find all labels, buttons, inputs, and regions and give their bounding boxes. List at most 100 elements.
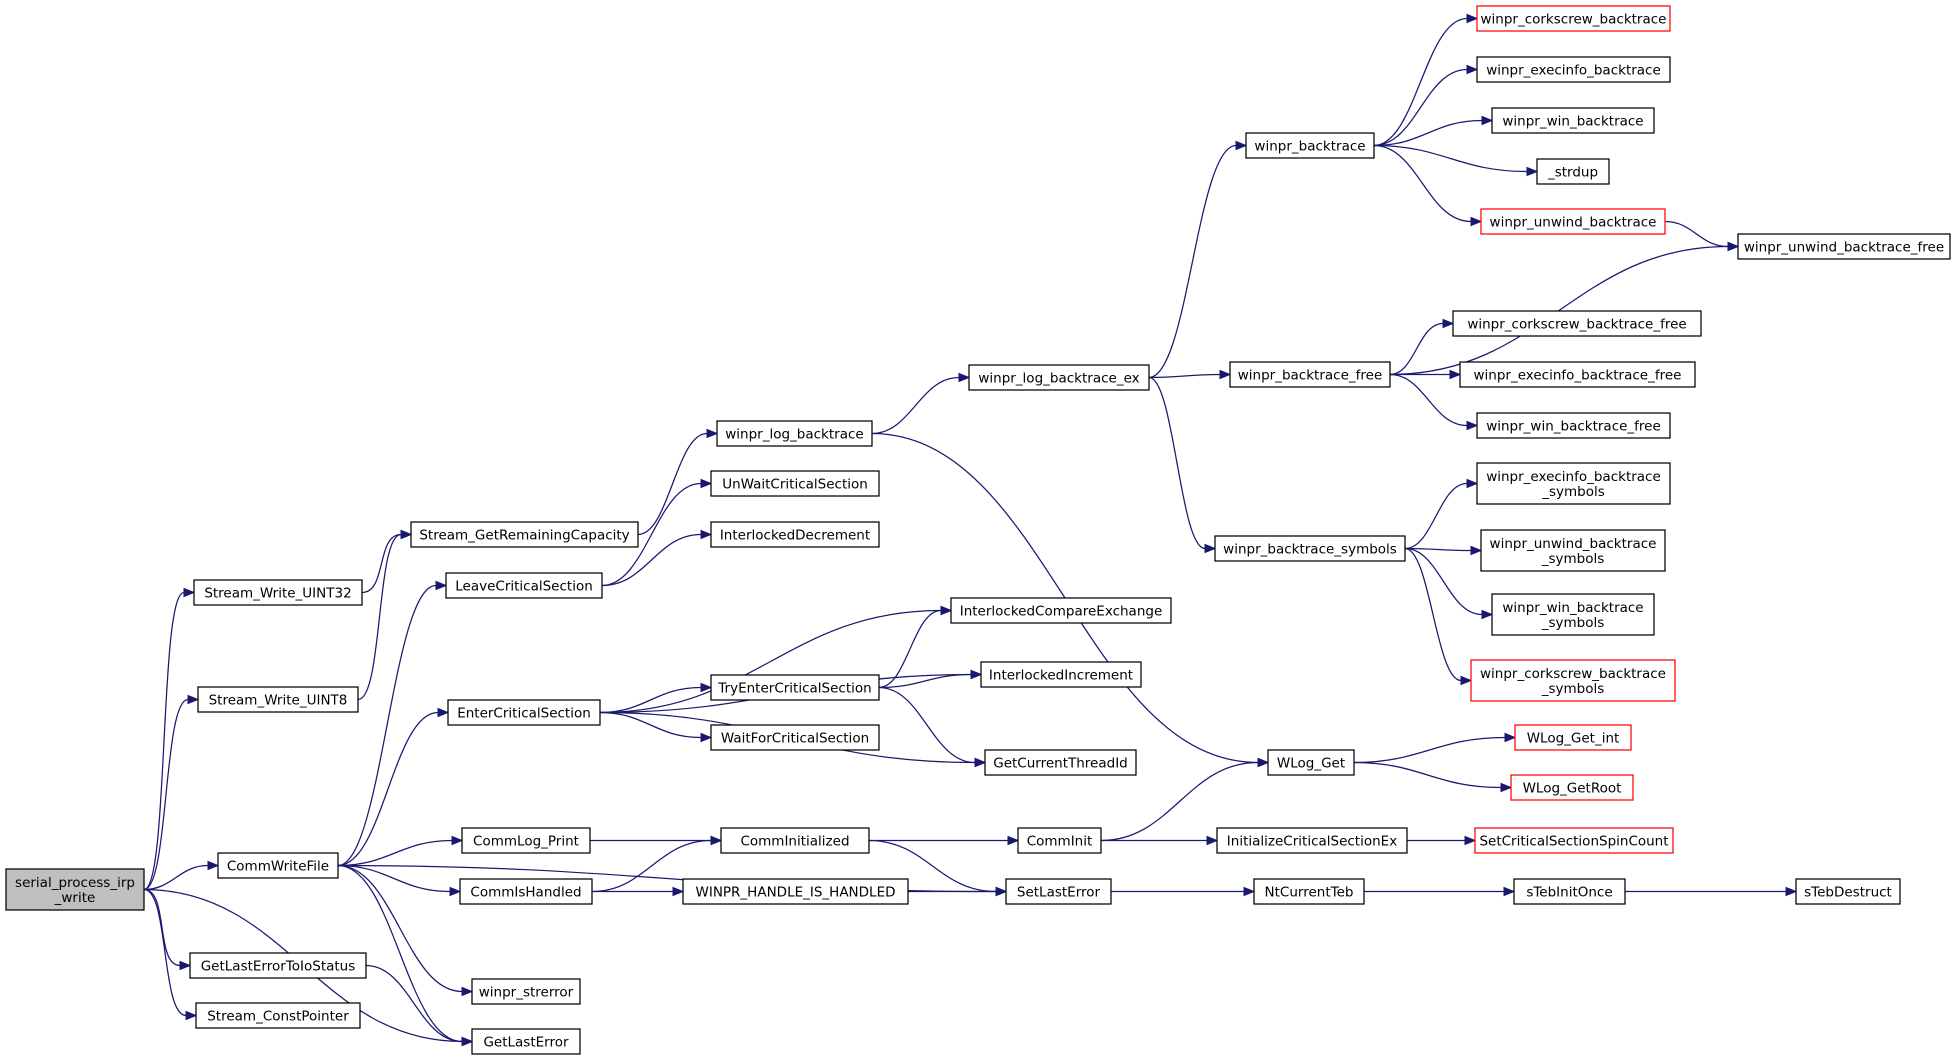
node-getlasterrortoiostatus[interactable]: GetLastErrorToIoStatus	[189, 952, 367, 979]
node-wlog-getroot[interactable]: WLog_GetRoot	[1510, 774, 1634, 801]
node-label: winpr_corkscrew_backtrace	[1480, 666, 1666, 682]
node-box	[968, 364, 1150, 391]
arrowhead	[187, 694, 200, 705]
node-winpr-handle-is-handled[interactable]: WINPR_HANDLE_IS_HANDLED	[682, 878, 909, 905]
node-strdup[interactable]: _strdup	[1536, 158, 1610, 185]
node-winpr-log-backtrace-ex[interactable]: winpr_log_backtrace_ex	[968, 364, 1150, 391]
node-label: SetCriticalSectionSpinCount	[1479, 834, 1668, 850]
node-box	[1480, 529, 1666, 572]
edge-stream-getremainingcapacity-to-winpr-log-backtrace	[637, 428, 719, 536]
node-winpr-execinfo-backtrace-symbols[interactable]: winpr_execinfo_backtrace_symbols	[1476, 462, 1671, 505]
node-label: GetLastError	[483, 1035, 569, 1051]
node-label: CommLog_Print	[473, 834, 579, 850]
arrowhead	[706, 428, 719, 439]
node-winpr-win-backtrace[interactable]: winpr_win_backtrace	[1491, 107, 1655, 134]
node-label: WLog_GetRoot	[1523, 781, 1622, 797]
node-winpr-unwind-backtrace[interactable]: winpr_unwind_backtrace	[1480, 208, 1666, 235]
node-initializecriticalsectionex[interactable]: InitializeCriticalSectionEx	[1216, 827, 1408, 854]
edge-stebinitonce-to-stebdestruct	[1625, 886, 1798, 897]
node-wlog-get[interactable]: WLog_Get	[1267, 749, 1355, 776]
node-tryentercriticalsection[interactable]: TryEnterCriticalSection	[710, 674, 880, 701]
node-winpr-backtrace-free[interactable]: winpr_backtrace_free	[1229, 361, 1391, 388]
node-getcurrentthreadid[interactable]: GetCurrentThreadId	[984, 749, 1137, 776]
node-winpr-log-backtrace[interactable]: winpr_log_backtrace	[716, 420, 873, 447]
node-label: winpr_win_backtrace	[1502, 114, 1643, 130]
node-stream-getremainingcapacity[interactable]: Stream_GetRemainingCapacity	[410, 521, 639, 548]
node-winpr-win-backtrace-symbols[interactable]: winpr_win_backtrace_symbols	[1491, 593, 1655, 636]
edge-serial-process-irp-write-to-commwritefile	[143, 860, 220, 891]
node-winpr-strerror[interactable]: winpr_strerror	[471, 978, 581, 1005]
node-comminit[interactable]: CommInit	[1017, 827, 1102, 854]
node-box	[1216, 827, 1408, 854]
node-serial-process-irp-write[interactable]: serial_process_irp_write	[5, 868, 145, 911]
edge-line	[1404, 482, 1468, 550]
node-box	[461, 827, 591, 854]
node-winpr-win-backtrace-free[interactable]: winpr_win_backtrace_free	[1476, 412, 1671, 439]
node-entercriticalsection[interactable]: EnterCriticalSection	[447, 699, 601, 726]
edge-line	[337, 584, 437, 867]
node-winpr-backtrace[interactable]: winpr_backtrace	[1245, 132, 1375, 159]
node-winpr-corkscrew-backtrace[interactable]: winpr_corkscrew_backtrace	[1476, 5, 1671, 32]
arrowhead	[185, 1010, 198, 1021]
node-stebinitonce[interactable]: sTebInitOnce	[1513, 878, 1626, 905]
node-box	[1470, 659, 1676, 702]
node-stream-constpointer[interactable]: Stream_ConstPointer	[195, 1002, 361, 1029]
edge-serial-process-irp-write-to-getlasterrortoiostatus	[143, 888, 192, 971]
arrowhead	[400, 529, 413, 540]
node-setcriticalsectionspincount[interactable]: SetCriticalSectionSpinCount	[1474, 827, 1674, 854]
node-getlasterror[interactable]: GetLastError	[471, 1028, 581, 1055]
node-label: WaitForCriticalSection	[721, 731, 869, 747]
node-stebdestruct[interactable]: sTebDestruct	[1795, 878, 1901, 905]
node-leavecriticalsection[interactable]: LeaveCriticalSection	[445, 572, 603, 599]
node-wlog-get-int[interactable]: WLog_Get_int	[1514, 724, 1632, 751]
arrowhead	[1504, 732, 1517, 743]
node-box	[1510, 774, 1634, 801]
node-box	[1267, 749, 1355, 776]
node-winpr-corkscrew-backtrace-free[interactable]: winpr_corkscrew_backtrace_free	[1452, 310, 1702, 337]
arrowhead	[700, 478, 713, 489]
node-box	[1491, 107, 1655, 134]
node-stream-write-uint32[interactable]: Stream_Write_UINT32	[193, 579, 363, 606]
node-winpr-corkscrew-backtrace-symbols[interactable]: winpr_corkscrew_backtrace_symbols	[1470, 659, 1676, 702]
node-comminitialized[interactable]: CommInitialized	[720, 827, 870, 854]
node-winpr-execinfo-backtrace[interactable]: winpr_execinfo_backtrace	[1476, 56, 1671, 83]
node-interlockeddecrement[interactable]: InterlockedDecrement	[710, 521, 880, 548]
arrowhead	[1526, 166, 1539, 177]
arrowhead	[183, 587, 196, 598]
node-box	[1476, 462, 1671, 505]
node-winpr-backtrace-symbols[interactable]: winpr_backtrace_symbols	[1214, 535, 1406, 562]
node-box	[1245, 132, 1375, 159]
node-box	[1536, 158, 1610, 185]
node-ntcurrentteb[interactable]: NtCurrentTeb	[1253, 878, 1365, 905]
call-nodes: serial_process_irp_write Stream_Write_UIN…	[5, 5, 1951, 1055]
node-commwritefile[interactable]: CommWriteFile	[217, 852, 339, 879]
node-commishandled[interactable]: CommIsHandled	[459, 878, 593, 905]
edge-leavecriticalsection-to-unwaitcriticalsection	[601, 478, 713, 587]
node-box	[1491, 593, 1655, 636]
node-box	[1476, 412, 1671, 439]
edge-line	[637, 432, 708, 536]
arrowhead	[700, 732, 713, 743]
node-setlasterror[interactable]: SetLastError	[1005, 878, 1112, 905]
node-commlog-print[interactable]: CommLog_Print	[461, 827, 591, 854]
node-box	[1737, 233, 1951, 260]
edge-line	[1148, 373, 1221, 379]
node-unwaitcriticalsection[interactable]: UnWaitCriticalSection	[710, 470, 880, 497]
node-interlockedincrement[interactable]: InterlockedIncrement	[980, 661, 1142, 688]
arrowhead	[451, 835, 464, 846]
node-winpr-unwind-backtrace-free[interactable]: winpr_unwind_backtrace_free	[1737, 233, 1951, 260]
edge-winpr-backtrace-symbols-to-winpr-corkscrew-backtrace-symbols	[1404, 547, 1473, 686]
edge-commishandled-to-winpr-handle-is-handled	[592, 886, 685, 897]
edge-line	[143, 698, 189, 891]
edge-winpr-backtrace-free-to-winpr-unwind-backtrace-free	[1389, 241, 1740, 376]
node-winpr-unwind-backtrace-symbols[interactable]: winpr_unwind_backtrace_symbols	[1480, 529, 1666, 572]
node-label: UnWaitCriticalSection	[722, 477, 868, 493]
node-box	[720, 827, 870, 854]
node-winpr-execinfo-backtrace-free[interactable]: winpr_execinfo_backtrace_free	[1459, 361, 1696, 388]
arrowhead	[435, 580, 448, 591]
node-box	[445, 572, 603, 599]
node-interlockedcompareexchange[interactable]: InterlockedCompareExchange	[950, 597, 1172, 624]
node-waitforcriticalsection[interactable]: WaitForCriticalSection	[710, 724, 880, 751]
node-stream-write-uint8[interactable]: Stream_Write_UINT8	[197, 686, 359, 713]
